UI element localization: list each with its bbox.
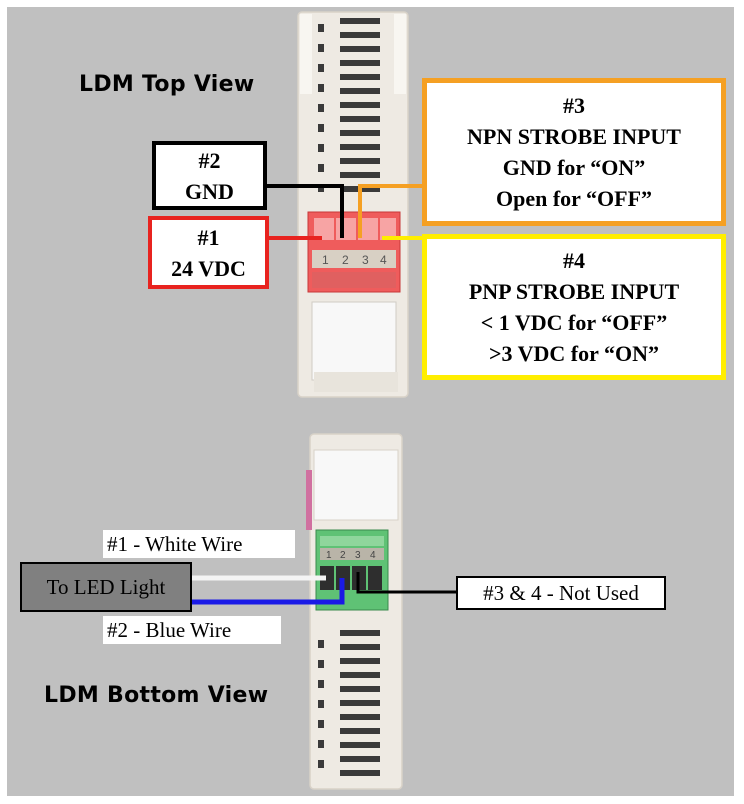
pin3-title: NPN STROBE INPUT bbox=[467, 124, 681, 149]
bottom-view-title: LDM Bottom View bbox=[44, 683, 269, 708]
bottom-wires bbox=[192, 572, 460, 605]
pin1-desc: 24 VDC bbox=[171, 255, 246, 281]
ldm-top-module: 1 2 3 4 bbox=[297, 11, 409, 398]
wire-blue bbox=[192, 578, 345, 605]
top-terminal-2: 2 bbox=[342, 253, 349, 267]
pin4-title: PNP STROBE INPUT bbox=[468, 279, 680, 304]
top-terminal-1: 1 bbox=[322, 253, 329, 267]
pin2-number: #2 bbox=[198, 147, 221, 173]
callout-pin4-pnp: #4 PNP STROBE INPUT < 1 VDC for “OFF” >3… bbox=[422, 234, 726, 380]
not-used-label: #3 & 4 - Not Used bbox=[483, 580, 639, 605]
pin4-off: < 1 VDC for “OFF” bbox=[480, 310, 668, 335]
top-view-title: LDM Top View bbox=[79, 72, 255, 97]
wire-pin3-orange bbox=[358, 184, 424, 238]
bottom-terminal-4: 4 bbox=[370, 550, 376, 561]
callout-pin1-24vdc: #1 24 VDC bbox=[148, 216, 269, 289]
pin3-number: #3 bbox=[563, 93, 585, 118]
callout-pin3-npn: #3 NPN STROBE INPUT GND for “ON” Open fo… bbox=[422, 78, 726, 226]
pin3-on: GND for “ON” bbox=[502, 155, 646, 180]
pin4-on: >3 VDC for “ON” bbox=[489, 341, 659, 366]
pin4-number: #4 bbox=[563, 248, 585, 273]
bottom-terminal-3: 3 bbox=[355, 550, 361, 561]
wire-pin2-black bbox=[264, 184, 344, 238]
to-led-light-box: To LED Light bbox=[20, 562, 192, 612]
callout-pin2-gnd: #2 GND bbox=[152, 141, 267, 210]
wire-not-used-black bbox=[356, 572, 460, 594]
pin1-number: #1 bbox=[197, 224, 220, 250]
ldm-bottom-module: 1 2 3 4 bbox=[306, 433, 403, 790]
top-terminal-4: 4 bbox=[380, 253, 387, 267]
pin2-desc: GND bbox=[185, 178, 234, 204]
blue-wire-label: #2 - Blue Wire bbox=[103, 616, 281, 644]
pin3-off: Open for “OFF” bbox=[495, 186, 653, 211]
top-terminal-3: 3 bbox=[362, 253, 369, 267]
bottom-terminal-1: 1 bbox=[326, 550, 332, 561]
not-used-box: #3 & 4 - Not Used bbox=[456, 576, 666, 610]
bottom-terminal-2: 2 bbox=[340, 550, 346, 561]
to-led-light-label: To LED Light bbox=[46, 574, 166, 599]
bottom-vent-slots bbox=[318, 630, 380, 776]
white-wire-label: #1 - White Wire bbox=[103, 530, 295, 558]
top-wires bbox=[264, 184, 424, 240]
